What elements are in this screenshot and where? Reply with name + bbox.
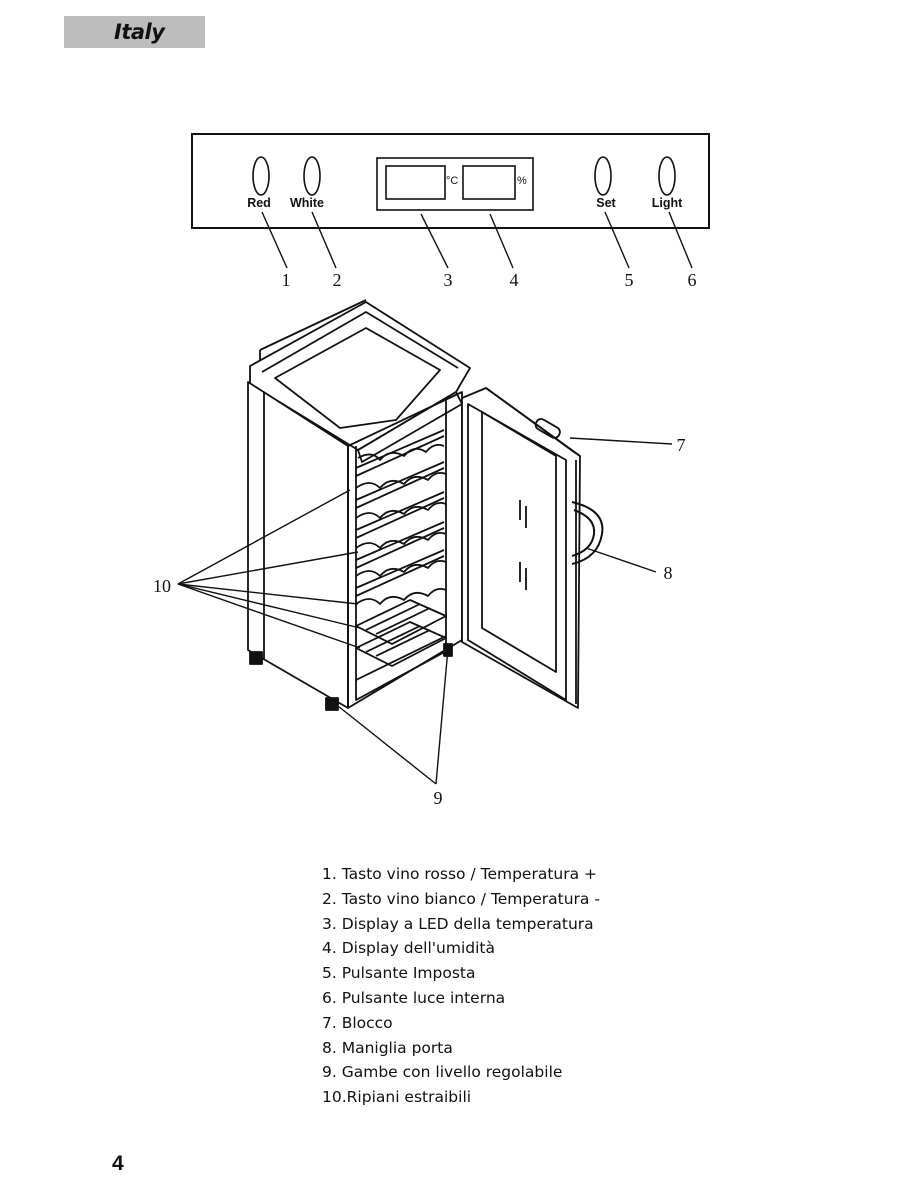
control-panel (191, 133, 710, 269)
set-button-label: Set (596, 196, 616, 210)
white-button-label: White (290, 196, 324, 210)
legend-item: 10.Ripiani estraibili (322, 1088, 472, 1107)
section-tab-label: Italy (114, 20, 165, 44)
light-button-label: Light (652, 196, 683, 210)
legend-item: 1. Tasto vino rosso / Temperatura + (322, 865, 598, 883)
callout-4: 4 (510, 270, 519, 290)
legend-item: 3. Display a LED della temperatura (322, 914, 594, 933)
legend-item: 5. Pulsante Imposta (322, 964, 476, 983)
callout-2: 2 (333, 270, 342, 290)
legend-item: 2. Tasto vino bianco / Temperatura - (322, 889, 600, 908)
callout-6: 6 (688, 270, 697, 290)
callout-3: 3 (444, 270, 453, 290)
humidity-unit: % (517, 175, 527, 187)
temperature-unit: °C (446, 175, 458, 187)
callout-7: 7 (677, 435, 686, 455)
callout-9: 9 (434, 788, 443, 808)
legend-item: 7. Blocco (322, 1013, 393, 1032)
red-button-icon (252, 156, 270, 196)
legend-item: 4. Display dell'umidità (322, 939, 495, 958)
white-button-icon (303, 156, 321, 196)
page-number: 4 (112, 1152, 124, 1175)
callout-5: 5 (625, 270, 634, 290)
red-button-label: Red (247, 196, 271, 210)
callout-1: 1 (282, 270, 291, 290)
parts-legend: 1. Tasto vino rosso / Temperatura + 2. T… (322, 862, 600, 1110)
legend-item: 8. Maniglia porta (322, 1038, 453, 1057)
section-tab: Italy (64, 16, 205, 48)
humidity-display (462, 165, 516, 200)
temperature-display (385, 165, 446, 200)
legend-item: 9. Gambe con livello regolabile (322, 1063, 563, 1082)
legend-item: 6. Pulsante luce interna (322, 988, 506, 1007)
display-frame (376, 157, 534, 211)
wine-cooler-cabinet (177, 299, 673, 785)
callout-8: 8 (664, 563, 673, 583)
light-button-icon (658, 156, 676, 196)
callout-10: 10 (153, 576, 171, 596)
set-button-icon (594, 156, 612, 196)
